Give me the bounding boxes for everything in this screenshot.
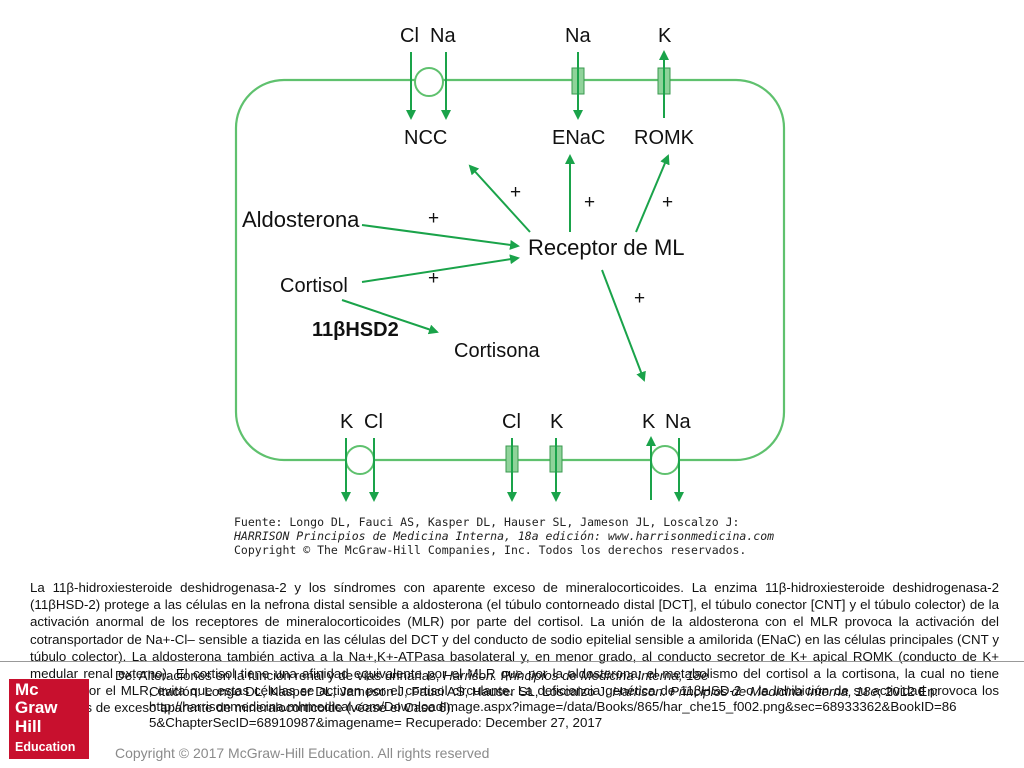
label-receptor-ml: Receptor de ML [528, 235, 685, 260]
label-k-bottom-left: K [340, 411, 354, 433]
footer-divider [0, 661, 1024, 662]
citation-url-1[interactable]: http://harrisonmedicina.mhmedical.com/Do… [149, 699, 957, 715]
source-line-2: HARRISON Principios de Medicina Interna,… [233, 529, 774, 543]
cortisol-to-receptor-arrow [361, 254, 520, 283]
citation-block: De: Alteraciones en la función renal y d… [115, 668, 1015, 730]
logo-line-4: Education [15, 740, 76, 754]
plus-enac: + [584, 192, 595, 213]
cortisol-to-cortisona-arrow [341, 299, 439, 335]
label-k-romk: K [658, 25, 672, 47]
label-cl-bottom-left: Cl [364, 411, 383, 433]
label-cl-top: Cl [400, 25, 419, 47]
logo-line-2: Graw [15, 698, 58, 717]
mcgraw-hill-logo: Mc Graw Hill Education [9, 679, 89, 759]
source-line-1: Fuente: Longo DL, Fauci AS, Kasper DL, H… [234, 515, 739, 529]
label-na-enac: Na [565, 25, 591, 47]
receptor-to-romk-arrow [635, 154, 670, 233]
label-enac: ENaC [552, 127, 605, 149]
receptor-to-basolateral-arrow [601, 269, 646, 382]
figure: Cl Na Na K NCC ENaC ROMK Receptor de ML … [222, 10, 792, 570]
cell-outline [234, 78, 786, 462]
plus-basolateral: + [634, 288, 645, 309]
receptor-to-ncc-arrow [468, 164, 531, 233]
label-cl-bottom-mid: Cl [502, 411, 521, 433]
copyright-notice: Copyright © 2017 McGraw-Hill Education. … [115, 745, 490, 761]
label-na-atpase: Na [665, 411, 691, 433]
label-11bhsd2: 11βHSD2 [312, 319, 399, 341]
kcl-cotransporter-circle [345, 445, 375, 475]
ncc-cotransporter-circle [414, 67, 444, 97]
logo-line-1: Mc [15, 680, 39, 699]
citation-text: Citación: Longo DL, Kasper DL, Jameson J… [149, 683, 939, 699]
citation-from: De: Alteraciones en la función renal y d… [115, 668, 709, 683]
label-na-top: Na [430, 25, 456, 47]
plus-aldosterona: + [428, 208, 439, 229]
citation-url-2: 5&ChapterSecID=68910987&imagename= Recup… [149, 714, 603, 730]
label-cortisol: Cortisol [280, 275, 348, 297]
aldosterona-to-receptor-arrow [361, 224, 520, 250]
source-line-3: Copyright © The McGraw-Hill Companies, I… [234, 543, 746, 557]
label-k-atpase: K [642, 411, 656, 433]
figure-caption: La 11β-hidroxiesteroide deshidrogenasa-2… [30, 580, 999, 716]
logo-line-3: Hill [15, 717, 42, 736]
label-k-bottom-mid: K [550, 411, 564, 433]
plus-cortisol: + [428, 268, 439, 289]
label-romk: ROMK [634, 127, 695, 149]
label-cortisona: Cortisona [454, 340, 540, 362]
plus-ncc: + [510, 182, 521, 203]
label-ncc: NCC [404, 127, 447, 149]
plus-romk: + [662, 192, 673, 213]
label-aldosterona: Aldosterona [242, 207, 360, 232]
diagram-canvas: Cl Na Na K NCC ENaC ROMK Receptor de ML … [233, 25, 786, 557]
na-k-atpase-circle [650, 445, 680, 475]
